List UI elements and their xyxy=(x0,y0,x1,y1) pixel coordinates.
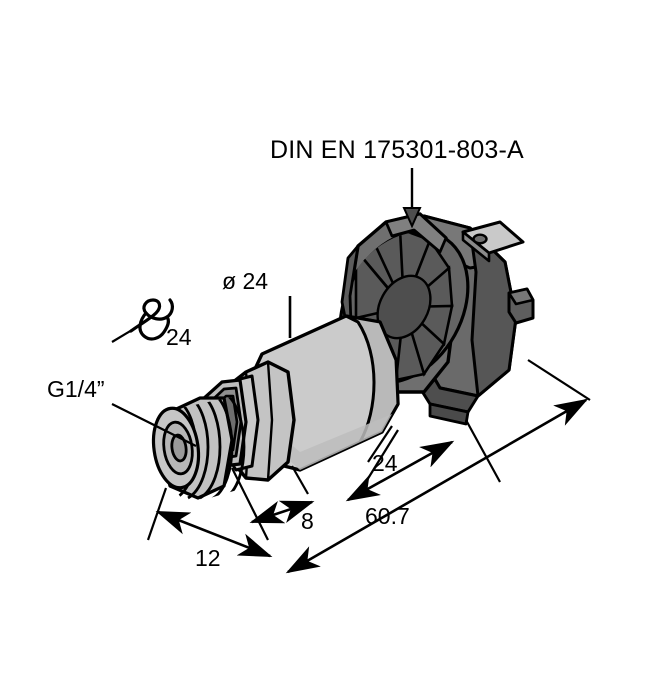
connector-rear-nub xyxy=(507,287,535,325)
dimension-lines xyxy=(146,359,591,574)
leader-line-thread xyxy=(111,403,197,447)
dimension-label-60-7: 60.7 xyxy=(365,503,410,529)
illustration-geometry xyxy=(111,168,591,574)
rear-nub-top xyxy=(507,287,535,306)
dim-line-12 xyxy=(155,510,273,558)
connector-rear-face xyxy=(468,226,518,398)
dimension-label-24: 24 xyxy=(372,450,398,476)
ext-line-overall-rear xyxy=(527,359,591,401)
connector-collar-lip xyxy=(384,212,448,254)
mounting-tab-hole xyxy=(472,233,488,245)
dim-line-24 xyxy=(345,440,455,502)
dimension-label-wrench-size: 24 xyxy=(166,324,192,350)
mounting-tab-edge xyxy=(461,230,491,263)
process-connection-thread xyxy=(151,396,246,501)
dimension-label-diameter: ø 24 xyxy=(222,268,269,294)
page-title: DIN EN 175301-803-A xyxy=(270,136,524,164)
pressure-port-bore xyxy=(170,433,188,463)
component-label-thread: G1/4” xyxy=(47,376,105,402)
mounting-tab xyxy=(461,220,525,263)
leader-line-wrench xyxy=(111,329,133,343)
leader-arrow-title xyxy=(402,207,422,229)
dimension-label-12: 12 xyxy=(195,545,221,571)
dim-line-60-7 xyxy=(285,398,589,574)
ext-line-conn-rear xyxy=(465,419,501,483)
wrench-icon xyxy=(129,298,174,341)
leader-lines xyxy=(111,168,422,447)
dimension-label-8: 8 xyxy=(301,508,314,534)
